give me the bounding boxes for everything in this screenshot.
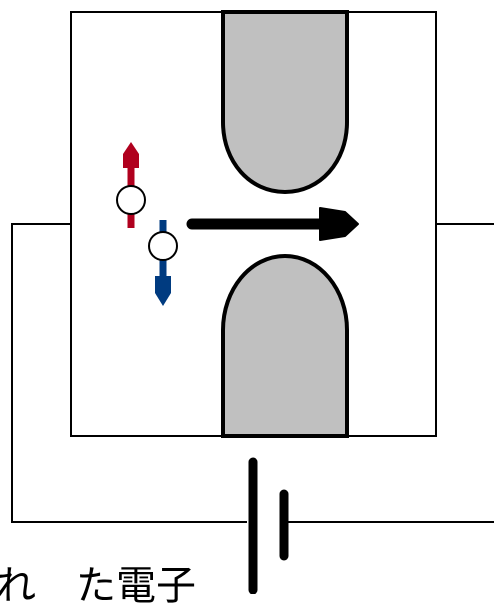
upper-electrode	[221, 10, 349, 195]
left-circuit-wire	[11, 223, 247, 523]
battery-icon	[248, 457, 289, 594]
spin-up-electron	[116, 142, 146, 228]
caption-text: れ た電子	[0, 563, 196, 609]
flow-arrow-icon	[186, 207, 359, 241]
spin-down-electron	[148, 220, 178, 306]
spin-up-electron-ball	[116, 185, 146, 215]
spin-up-arrow-head	[123, 142, 139, 168]
tunnel-junction-diagram	[11, 10, 494, 594]
spin-down-arrow-head	[155, 276, 171, 306]
lower-electrode	[221, 253, 349, 438]
spin-down-electron-ball	[148, 231, 178, 261]
